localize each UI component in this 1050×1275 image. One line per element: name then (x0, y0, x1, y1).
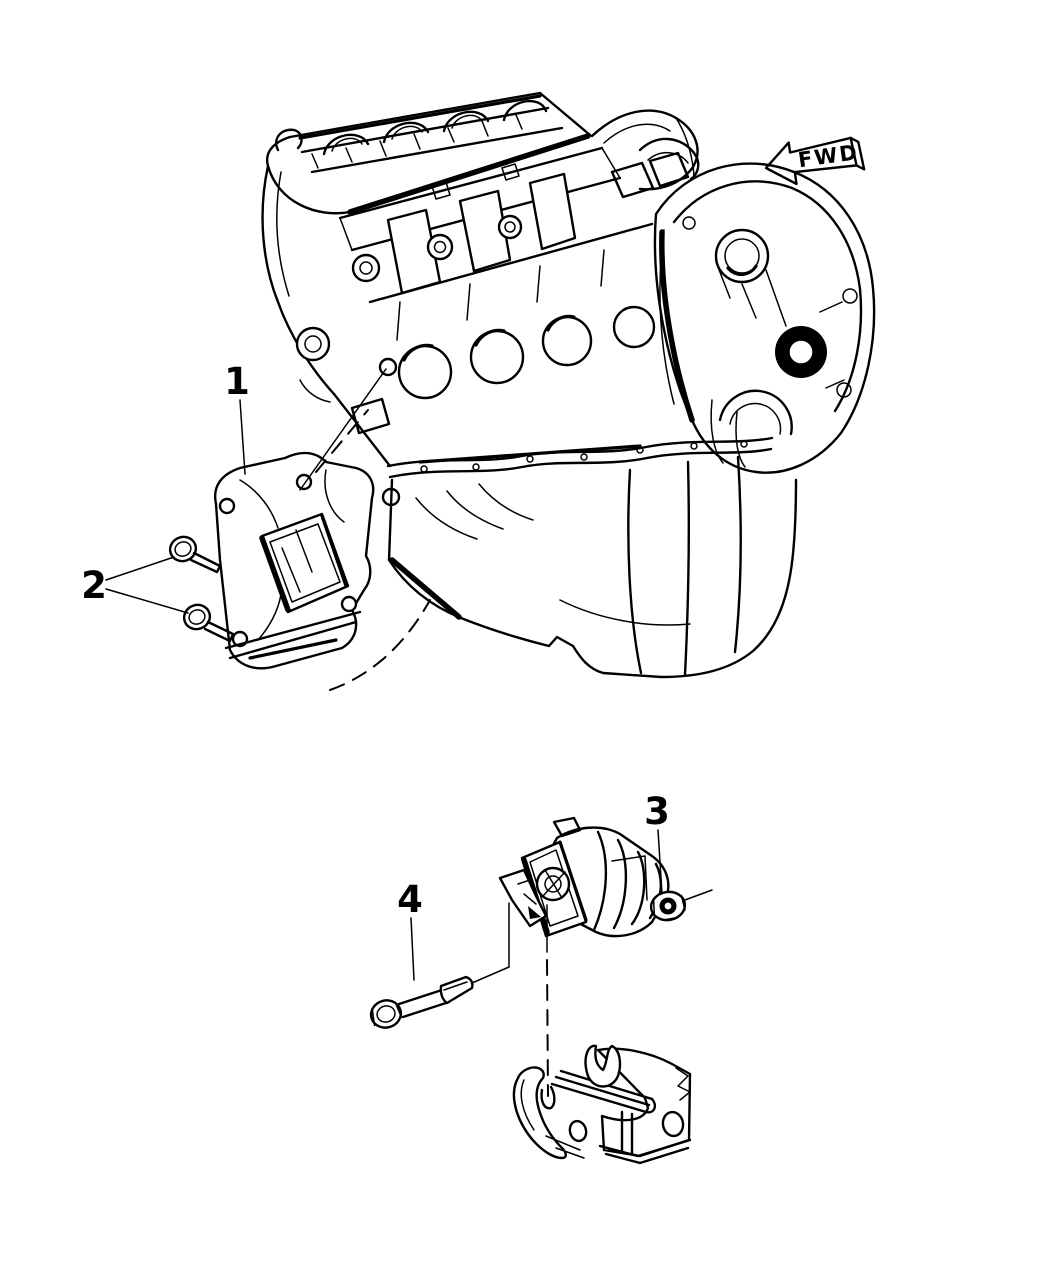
engine-mount-insulator (213, 451, 375, 670)
mount-nut (649, 890, 687, 922)
callout-2-label: 2 (81, 564, 107, 607)
crossmember-bracket (512, 1044, 692, 1165)
mount-bolt-upper (168, 535, 222, 574)
cylinder-head (338, 146, 654, 304)
center-alignment-line (546, 904, 549, 1097)
mount-stud-line (611, 855, 713, 901)
engine-block (261, 164, 656, 507)
mount-bolts (168, 535, 235, 643)
valve-cover (265, 91, 592, 215)
engine-assembly-illustration (261, 91, 876, 679)
leader-line-2 (105, 556, 189, 614)
callout-1: 1 (224, 360, 250, 475)
bolt-axis-line (471, 902, 510, 984)
fwd-arrow-outline (764, 136, 858, 186)
callout-3-label: 3 (644, 790, 670, 833)
fwd-direction-arrow: FWD (764, 136, 866, 186)
callout-4-label: 4 (397, 878, 423, 921)
callout-1-label: 1 (224, 360, 250, 403)
leader-line-1 (239, 399, 246, 475)
intake-and-lift-bracket (590, 109, 700, 199)
fwd-arrow-label: FWD (797, 140, 861, 172)
mount-bolt-lower (182, 603, 235, 643)
bell-housing (653, 162, 876, 474)
callout-2: 2 (81, 556, 189, 614)
leader-line-3 (657, 829, 663, 895)
fwd-arrow-3d-edge (849, 136, 866, 171)
leader-line-4 (410, 917, 415, 981)
mount-through-bolt (369, 902, 510, 1029)
callout-4: 4 (397, 878, 423, 981)
oil-pan (386, 436, 798, 679)
callout-3: 3 (644, 790, 670, 895)
transmission-mount-insulator (498, 816, 670, 938)
mount-alignment-lines (299, 368, 431, 691)
